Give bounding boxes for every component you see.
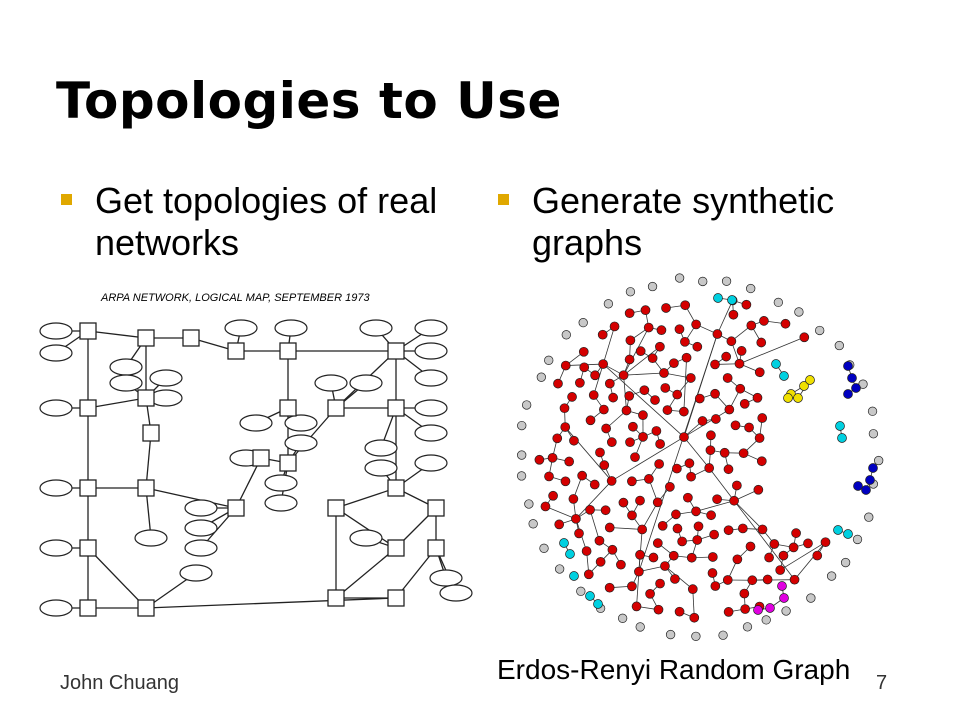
- bullet-text: Generate synthetic graphs: [532, 180, 835, 263]
- footer-author: John Chuang: [60, 672, 179, 694]
- map-nodes: [39, 319, 473, 617]
- slide-title: Topologies to Use: [56, 72, 562, 130]
- random-graph: [516, 273, 884, 641]
- bullet-synthetic-graphs: Generate synthetic graphs: [498, 180, 862, 264]
- bullet-square-icon: [498, 194, 509, 205]
- page-number: 7: [876, 672, 888, 694]
- bullet-square-icon: [61, 194, 72, 205]
- graph-caption: Erdos-Renyi Random Graph: [497, 654, 851, 685]
- bullet-real-networks: Get topologies of real networks: [61, 180, 455, 264]
- arpa-network-map: ARPA NETWORK, LOGICAL MAP, SEPTEMBER 197…: [39, 292, 473, 617]
- map-heading: ARPA NETWORK, LOGICAL MAP, SEPTEMBER 197…: [100, 292, 370, 304]
- bullet-text: Get topologies of real networks: [95, 180, 438, 263]
- graph-nodes: [516, 273, 884, 641]
